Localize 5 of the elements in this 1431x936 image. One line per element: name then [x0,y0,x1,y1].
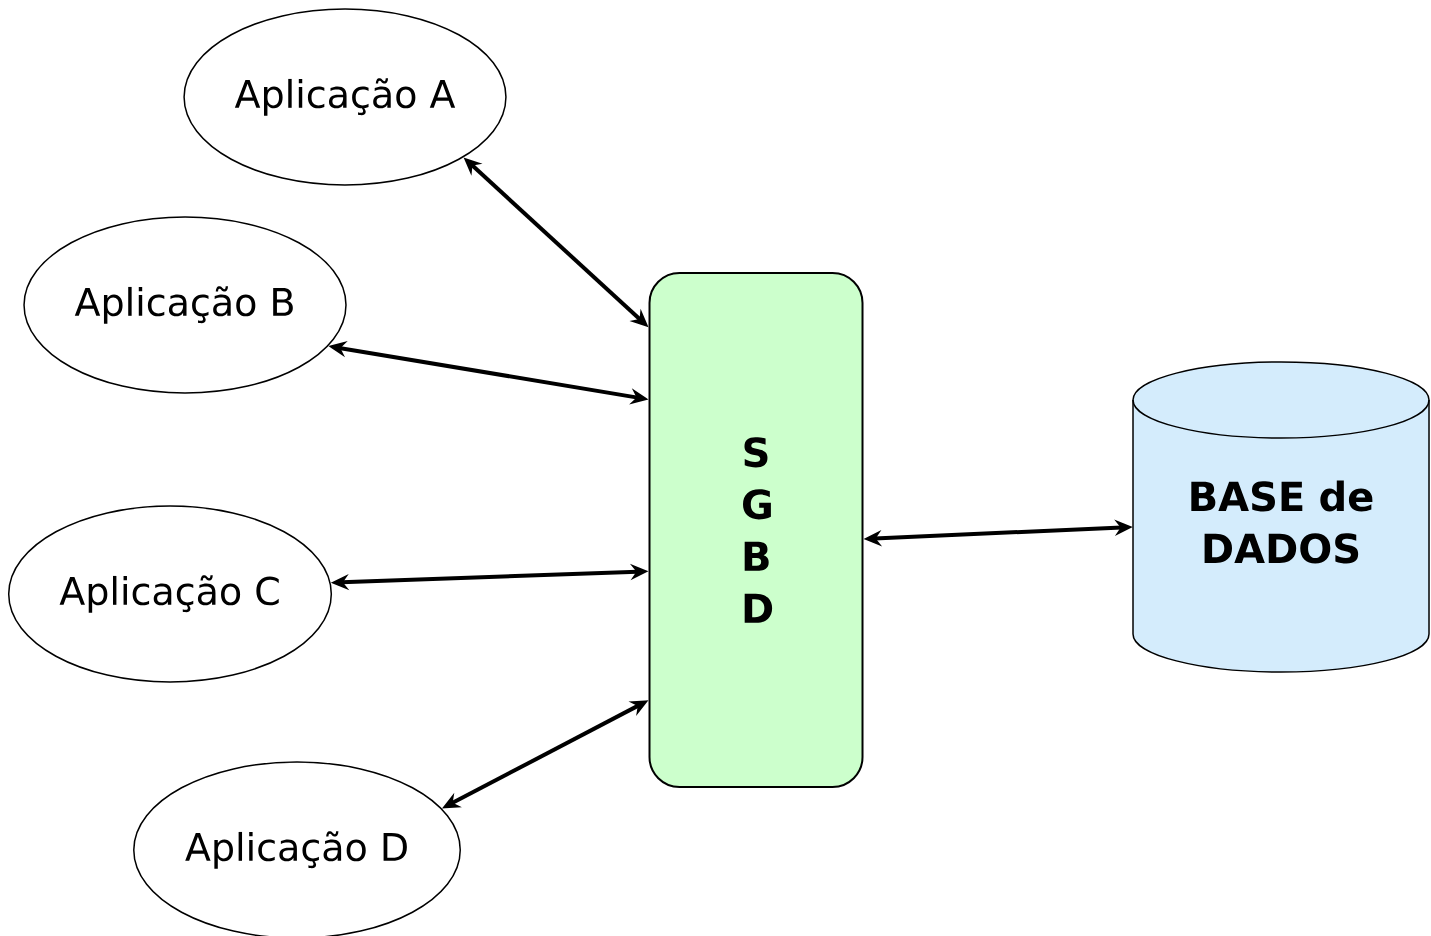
ellipse-node: Aplicação B [23,216,347,394]
ellipse-node: Aplicação C [7,505,333,683]
database-cylinder: BASE de DADOS [1132,361,1430,673]
process-box: S G B D [648,272,864,788]
ellipse-node: Aplicação A [183,8,507,186]
